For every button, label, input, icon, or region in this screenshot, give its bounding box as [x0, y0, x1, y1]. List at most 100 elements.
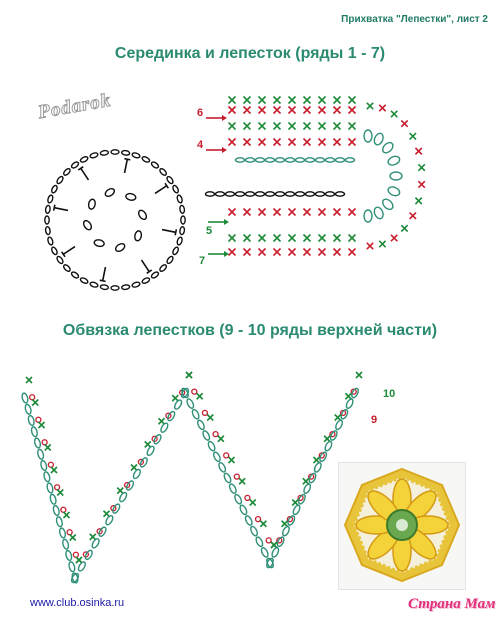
single-crochet-stitch: [257, 207, 267, 217]
single-crochet-stitch: [272, 247, 282, 257]
chain-stitch: [99, 284, 110, 291]
chain-stitch: [172, 184, 179, 194]
chain-stitch: [62, 264, 71, 273]
chain-stitch: [21, 392, 29, 404]
chain-stitch: [49, 493, 57, 505]
single-crochet-stitch: [347, 95, 357, 105]
chain-stitch: [260, 547, 269, 558]
chain-stitch: [51, 184, 58, 194]
chain-stitch: [150, 271, 160, 279]
double-crochet-stitch: [101, 266, 107, 281]
double-crochet-top: [52, 204, 56, 211]
chain-stitch: [159, 167, 168, 176]
picot-stitch: [201, 409, 209, 417]
site-url-link[interactable]: www.club.osinka.ru: [30, 597, 125, 609]
single-crochet-stitch: [417, 163, 426, 172]
sheet-caption: Прихватка "Лепестки", лист 2: [341, 14, 488, 25]
chain-stitch: [340, 408, 349, 420]
single-crochet-stitch: [31, 398, 39, 407]
chain-stitch: [319, 451, 328, 463]
chain-stitch: [47, 236, 54, 246]
chain-stitch: [244, 191, 256, 197]
chain-stitch: [137, 209, 148, 221]
chain-stitch: [324, 157, 336, 163]
chain-stitch: [197, 419, 205, 431]
edging-chart: [21, 371, 363, 584]
single-crochet-stitch: [259, 520, 267, 528]
chain-stitch: [89, 152, 99, 159]
picot-stitch: [110, 505, 117, 512]
chain-stitch: [52, 504, 60, 517]
single-crochet-stitch: [272, 233, 282, 243]
single-crochet-stitch: [302, 121, 312, 131]
chain-stitch: [62, 538, 70, 550]
single-crochet-stitch: [227, 247, 237, 257]
chain-stitch: [120, 149, 131, 156]
section-title-center-petal: Серединка и лепесток (ряды 1 - 7): [114, 45, 386, 62]
single-crochet-stitch: [227, 95, 237, 105]
chain-stitch: [191, 408, 200, 420]
double-crochet-stitch: [123, 159, 129, 174]
chain-stitch: [125, 192, 137, 201]
single-crochet-stitch: [287, 137, 297, 147]
chain-stitch: [212, 451, 221, 463]
chain-stitch: [30, 426, 38, 438]
chain-stitch: [274, 157, 286, 163]
single-crochet-stitch: [302, 247, 312, 257]
single-crochet-stitch: [130, 463, 138, 472]
chain-stitch: [274, 191, 286, 197]
chain-stitch: [174, 399, 183, 410]
row-marker-5: 5: [206, 225, 213, 237]
chain-stitch: [77, 561, 86, 572]
chain-stitch: [335, 419, 343, 431]
single-crochet-stitch: [302, 207, 312, 217]
single-crochet-stitch: [347, 247, 357, 257]
single-crochet-stitch: [227, 207, 237, 217]
chain-stitch: [125, 480, 135, 491]
single-crochet-stitch: [62, 511, 71, 519]
chain-stitch: [202, 430, 211, 441]
chain-stitch: [255, 536, 264, 548]
single-crochet-stitch: [257, 105, 267, 115]
chain-stitch: [204, 191, 216, 197]
single-crochet-stitch: [272, 105, 282, 115]
chain-stitch: [373, 132, 384, 146]
single-crochet-stitch: [227, 121, 237, 131]
single-crochet-stitch: [270, 541, 278, 549]
chain-stitch: [282, 525, 290, 537]
picot-stitch: [41, 439, 48, 446]
picot-stitch: [72, 551, 80, 558]
chain-stitch: [304, 157, 316, 163]
picot-stitch: [123, 481, 131, 489]
single-crochet-stitch: [366, 242, 374, 250]
chain-stitch: [264, 157, 276, 163]
row-arrow-head: [222, 147, 227, 153]
single-crochet-stitch: [287, 95, 297, 105]
single-crochet-stitch: [409, 211, 417, 220]
chain-stitch: [344, 157, 356, 163]
picot-stitch: [212, 430, 219, 438]
chain-stitch: [297, 493, 306, 505]
chain-stitch: [264, 191, 276, 197]
chain-stitch: [37, 448, 45, 460]
single-crochet-stitch: [257, 247, 267, 257]
chain-stitch: [363, 129, 373, 143]
single-crochet-stitch: [312, 456, 321, 464]
picot-stitch: [254, 515, 262, 523]
picot-stitch: [244, 494, 251, 502]
chain-stitch: [294, 191, 306, 197]
chain-stitch: [27, 414, 35, 427]
picot-stitch: [137, 458, 145, 466]
chain-stitch: [160, 422, 169, 433]
picot-stitch: [60, 506, 67, 513]
chain-stitch: [363, 209, 373, 223]
single-crochet-stitch: [227, 233, 237, 243]
chain-stitch: [234, 493, 243, 505]
chain-stitch: [120, 284, 131, 291]
single-crochet-stitch: [390, 234, 398, 242]
chain-stitch: [119, 491, 128, 503]
chain-stitch: [373, 206, 384, 220]
double-crochet-stitch: [54, 206, 69, 212]
single-crochet-stitch: [378, 104, 387, 112]
